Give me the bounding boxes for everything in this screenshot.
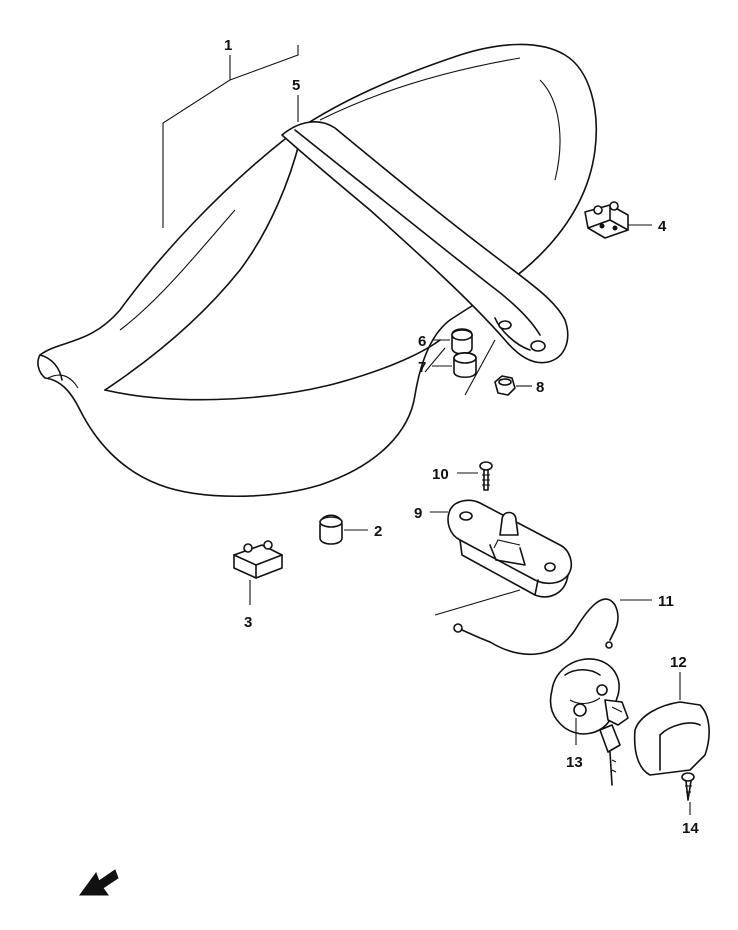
label-part-6: 6 xyxy=(418,333,426,350)
label-part-2: 2 xyxy=(374,523,382,540)
label-part-13: 13 xyxy=(566,754,583,771)
part-8-nut xyxy=(494,375,532,396)
label-part-10: 10 xyxy=(432,466,449,483)
label-part-3: 3 xyxy=(244,614,252,631)
part-13-lock xyxy=(549,658,629,786)
label-part-4: 4 xyxy=(658,218,667,235)
part-labels: 1 5 4 6 7 8 10 9 2 3 11 12 13 14 xyxy=(224,37,699,837)
label-part-7: 7 xyxy=(418,359,426,376)
label-part-9: 9 xyxy=(414,505,422,522)
leader-lines-top xyxy=(162,45,299,228)
part-10-bolt xyxy=(457,461,493,491)
label-part-11: 11 xyxy=(658,593,674,610)
part-14-screw xyxy=(681,772,695,815)
part-9-lock-base xyxy=(430,499,572,598)
front-direction-arrow-icon xyxy=(79,869,119,896)
part-4-cap xyxy=(584,201,652,239)
part-12-cover xyxy=(633,672,710,776)
cushions-6-7 xyxy=(424,328,496,396)
seat-strap xyxy=(281,121,569,364)
label-part-5: 5 xyxy=(292,77,300,94)
label-part-8: 8 xyxy=(536,379,544,396)
label-part-14: 14 xyxy=(682,820,699,837)
part-2-cap xyxy=(319,514,368,545)
part-3-bracket xyxy=(233,540,283,605)
label-part-12: 12 xyxy=(670,654,687,671)
label-part-1: 1 xyxy=(224,37,232,54)
part-11-cable xyxy=(434,589,652,656)
